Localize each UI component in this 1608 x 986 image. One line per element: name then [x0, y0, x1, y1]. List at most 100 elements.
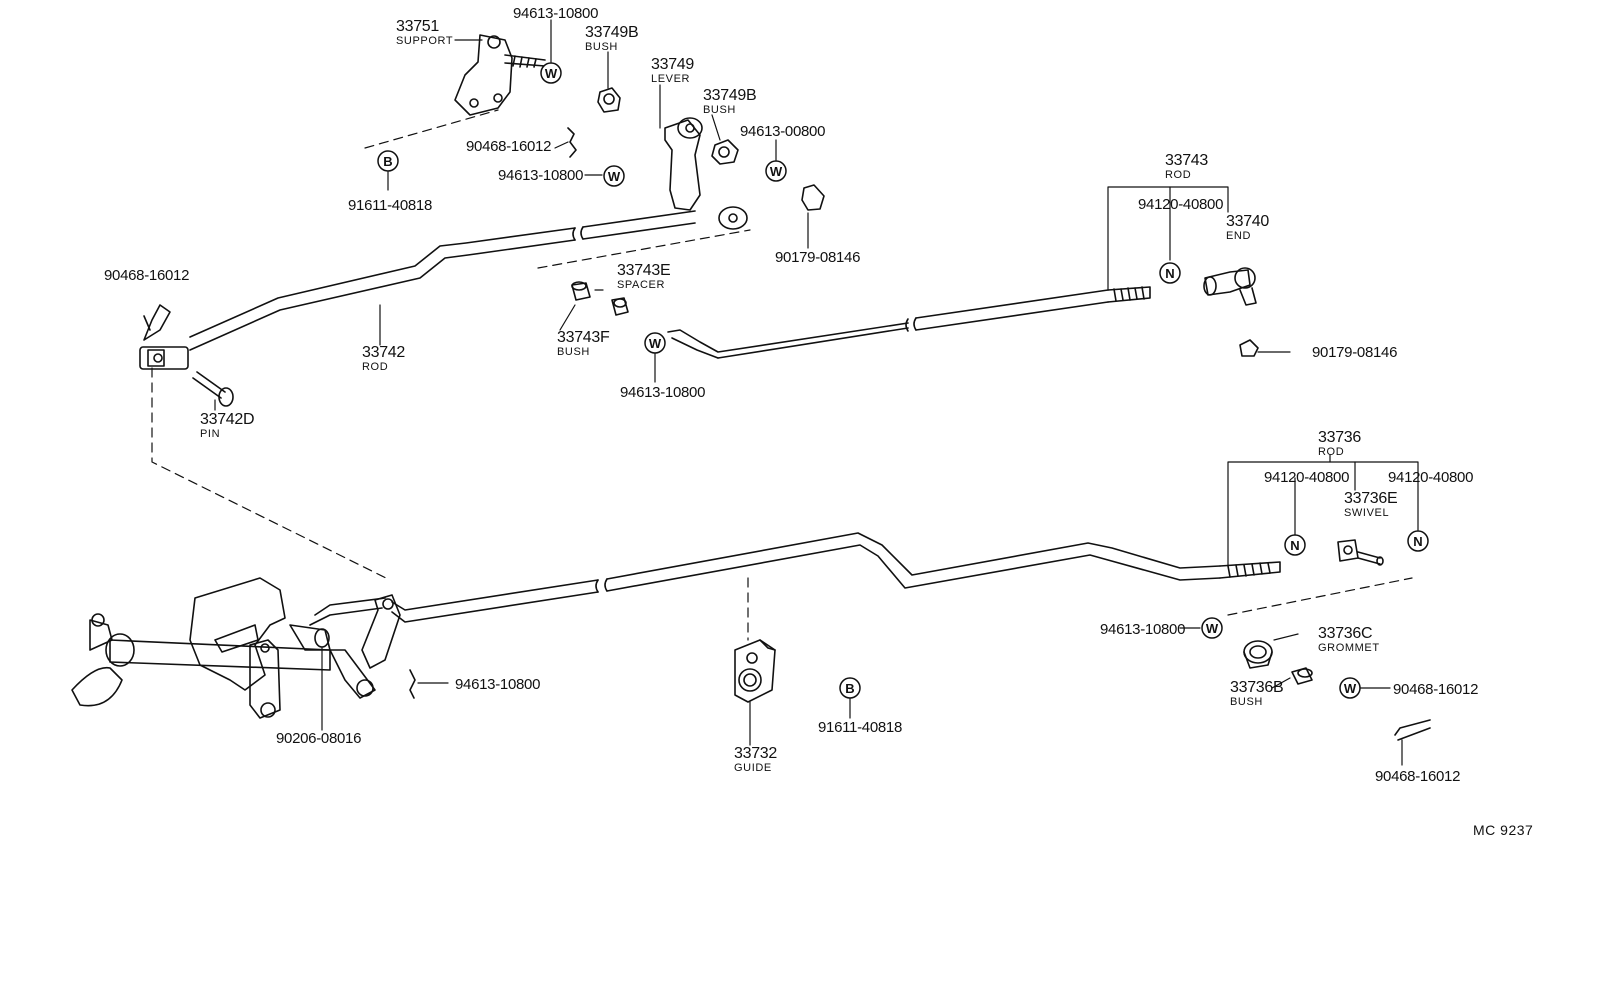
part-code: 90468-16012	[466, 138, 552, 155]
washer-symbol: W	[540, 62, 562, 84]
svg-text:B: B	[383, 154, 392, 169]
part-name: GROMMET	[1318, 642, 1380, 654]
part-number: 33749B	[703, 87, 757, 104]
callout-swivel: 33736E SWIVEL	[1344, 490, 1398, 519]
svg-text:N: N	[1165, 266, 1174, 281]
part-code: 94120-40800	[1264, 469, 1350, 486]
part-name: LEVER	[651, 73, 691, 85]
part-number: 33751	[396, 18, 439, 35]
callout-rod-33743: 33743 ROD	[1165, 153, 1208, 181]
callout-pin: 33742D PIN	[200, 411, 255, 440]
part-code: 90179-08146	[1312, 344, 1398, 361]
part-number: 33736E	[1344, 490, 1398, 507]
part-name: BUSH	[1230, 696, 1263, 708]
bush-upper-shapes	[571, 87, 825, 316]
part-code: 90179-08146	[775, 249, 861, 266]
callout-bush-lever: 33749B BUSH	[703, 87, 757, 116]
callout-end: 33740 END	[1226, 214, 1269, 242]
svg-text:W: W	[1206, 621, 1219, 636]
part-name: ROD	[1165, 169, 1192, 181]
grommet-bush-shapes	[1243, 640, 1313, 685]
washer-symbol: W	[1339, 677, 1361, 699]
part-code: 91611-40818	[348, 197, 433, 214]
bolt-symbol: B	[839, 677, 861, 699]
part-number: 33743E	[617, 262, 671, 279]
svg-text:B: B	[845, 681, 854, 696]
part-name: ROD	[1318, 446, 1345, 458]
rod-clip-shape	[139, 304, 189, 370]
callout-bush-upper: 33749B BUSH	[585, 24, 639, 53]
part-code: 94613-00800	[740, 123, 826, 140]
part-number: 33740	[1226, 213, 1269, 230]
svg-text:N: N	[1413, 534, 1422, 549]
svg-text:W: W	[1344, 681, 1357, 696]
callout-lever: 33749 LEVER	[651, 57, 694, 85]
part-number: 33736	[1318, 429, 1361, 446]
part-code: 94613-10800	[1100, 621, 1186, 638]
dashed-guide-lines	[151, 109, 1413, 641]
nut-symbol: N	[1284, 534, 1306, 556]
svg-text:N: N	[1290, 538, 1299, 553]
rod-33736-shape	[391, 532, 1281, 623]
part-number: 33736B	[1230, 679, 1284, 696]
pin-33742d-shape	[192, 371, 234, 407]
swivel-33736e-shape	[1337, 539, 1384, 566]
leader-lines	[214, 19, 1419, 766]
callout-guide: 33732 GUIDE	[734, 746, 777, 774]
svg-text:W: W	[770, 164, 783, 179]
washer-symbol: W	[644, 332, 666, 354]
part-code: 94120-40800	[1138, 196, 1224, 213]
part-name: BUSH	[703, 104, 736, 116]
part-name: BUSH	[557, 346, 590, 358]
lower-assembly-shape	[71, 577, 401, 719]
part-number: 33749B	[585, 24, 639, 41]
part-number: 33742	[362, 344, 405, 361]
bolt-symbol: B	[377, 150, 399, 172]
svg-text:W: W	[545, 66, 558, 81]
part-code: 90468-16012	[1393, 681, 1479, 698]
washer-symbol: W	[765, 160, 787, 182]
end-33740-shape	[1203, 267, 1257, 306]
rod-33743-shape	[667, 286, 1151, 359]
part-number: 33743	[1165, 152, 1208, 169]
svg-text:W: W	[649, 336, 662, 351]
part-name: BUSH	[585, 41, 618, 53]
part-code: 90468-16012	[104, 267, 190, 284]
diagram-code: MC 9237	[1473, 822, 1534, 838]
part-name: ROD	[362, 361, 389, 373]
guide-33732-shape	[734, 639, 776, 703]
rod-33742-shape	[189, 206, 748, 351]
part-code: 94613-10800	[455, 676, 541, 693]
callout-bush-33736b: 33736B BUSH	[1230, 679, 1284, 708]
support-33751-shape	[454, 34, 546, 116]
nut-right-shape	[1239, 339, 1259, 357]
callout-support: 33751 SUPPORT	[396, 19, 453, 47]
part-code: 94613-10800	[620, 384, 706, 401]
callout-bush-33743f: 33743F BUSH	[557, 330, 610, 358]
callout-spacer: 33743E SPACER	[617, 262, 671, 291]
part-name: SWIVEL	[1344, 507, 1390, 519]
part-number: 33749	[651, 56, 694, 73]
callout-rod-33736: 33736 ROD	[1318, 430, 1361, 458]
part-name: PIN	[200, 428, 221, 440]
symbol-markers: W B W W N W N N W W B	[377, 62, 1429, 699]
part-code: 91611-40818	[818, 719, 903, 736]
part-name: GUIDE	[734, 762, 772, 774]
lever-33749-shape	[664, 117, 703, 211]
part-code: 94120-40800	[1388, 469, 1474, 486]
part-code: 94613-10800	[498, 167, 584, 184]
part-code: 94613-10800	[513, 5, 599, 22]
callout-grommet: 33736C GROMMET	[1318, 626, 1380, 654]
nut-symbol: N	[1407, 530, 1429, 552]
nut-symbol: N	[1159, 262, 1181, 284]
part-name: END	[1226, 230, 1252, 242]
part-number: 33732	[734, 745, 777, 762]
callout-rod-33742: 33742 ROD	[362, 345, 405, 373]
part-code: 90206-08016	[276, 730, 362, 747]
part-name: SUPPORT	[396, 35, 454, 47]
part-number: 33742D	[200, 411, 255, 428]
cotter-pin-shapes	[409, 127, 1431, 741]
part-code: 90468-16012	[1375, 768, 1461, 785]
